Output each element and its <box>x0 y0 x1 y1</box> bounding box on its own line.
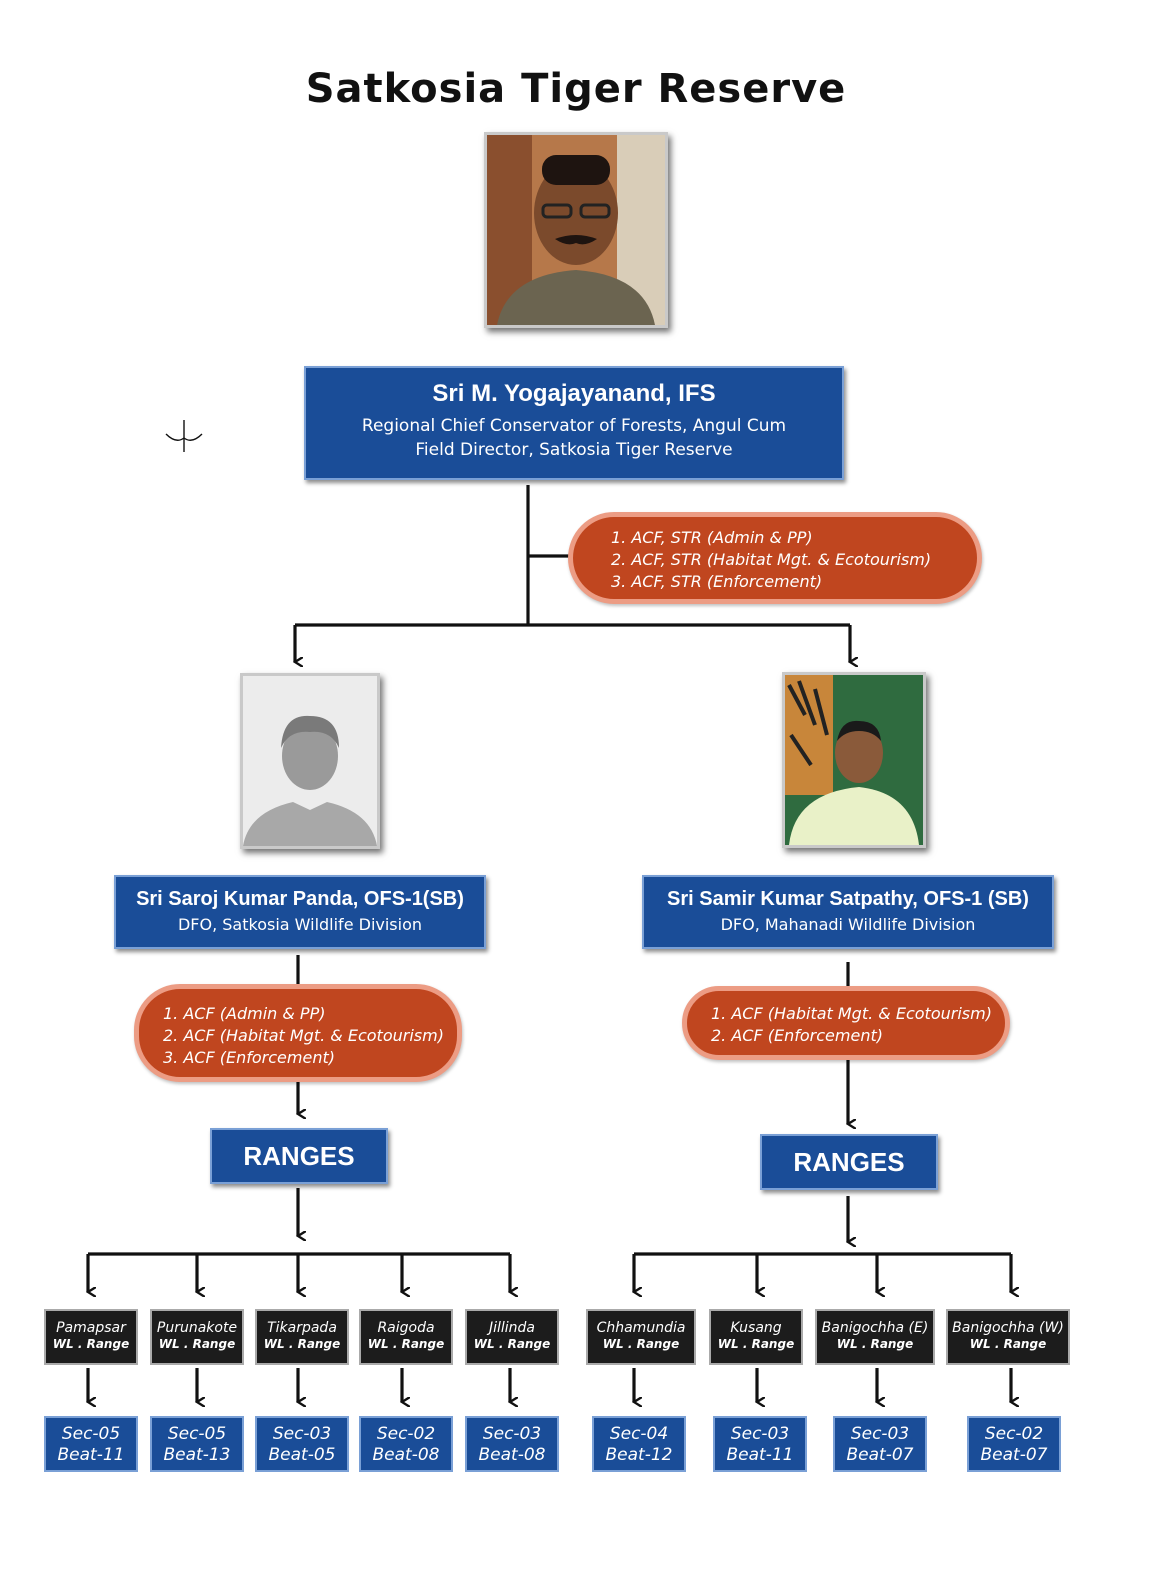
page-title: Satkosia Tiger Reserve <box>305 66 847 112</box>
field-director-photo <box>484 132 668 328</box>
range-type: WL . Range <box>969 1337 1047 1351</box>
left-dfo-designation: DFO, Satkosia Wildlife Division <box>177 915 423 934</box>
beat-count: Beat-08 <box>478 1445 546 1465</box>
range-box-jillinda: Jillinda WL . Range <box>465 1309 559 1365</box>
beat-count: Beat-08 <box>372 1445 440 1465</box>
acf-item: 2. ACF (Enforcement) <box>711 1026 883 1045</box>
range-name: Banigochha (W) <box>952 1320 1064 1336</box>
left-ranges-header: RANGES <box>210 1128 388 1184</box>
acf-item: 3. ACF (Enforcement) <box>163 1048 335 1067</box>
range-box-kusang: Kusang WL . Range <box>709 1309 803 1365</box>
sec-count: Sec-03 <box>850 1424 910 1444</box>
field-director-title-line2: Field Director, Satkosia Tiger Reserve <box>415 440 733 460</box>
sec-count: Sec-02 <box>376 1424 436 1444</box>
beat-count: Beat-11 <box>57 1445 125 1465</box>
str-acf-pill: 1. ACF, STR (Admin & PP) 2. ACF, STR (Ha… <box>568 512 982 604</box>
range-name: Purunakote <box>156 1320 238 1336</box>
range-name: Tikarpada <box>267 1320 337 1336</box>
range-box-banigochha-w: Banigochha (W) WL . Range <box>946 1309 1070 1365</box>
acf-item: 1. ACF (Admin & PP) <box>163 1004 326 1023</box>
sec-count: Sec-05 <box>167 1424 227 1444</box>
range-type: WL . Range <box>602 1337 680 1351</box>
right-dfo-box: Sri Samir Kumar Satpathy, OFS-1 (SB) DFO… <box>642 875 1054 949</box>
right-dfo-name: Sri Samir Kumar Satpathy, OFS-1 (SB) <box>667 888 1029 910</box>
range-type: WL . Range <box>367 1337 445 1351</box>
left-dfo-box: Sri Saroj Kumar Panda, OFS-1(SB) DFO, Sa… <box>114 875 486 949</box>
sec-count: Sec-04 <box>609 1424 669 1444</box>
sec-beat-tikarpada: Sec-03 Beat-05 <box>255 1416 349 1472</box>
acf-item: 1. ACF (Habitat Mgt. & Ecotourism) <box>711 1004 992 1023</box>
range-type: WL . Range <box>836 1337 914 1351</box>
field-director-title-line1: Regional Chief Conservator of Forests, A… <box>361 416 787 436</box>
sec-beat-raigoda: Sec-02 Beat-08 <box>359 1416 453 1472</box>
cursor-glyph-icon <box>165 420 203 452</box>
range-type: WL . Range <box>52 1337 130 1351</box>
field-director-box: Sri M. Yogajayanand, IFS Regional Chief … <box>304 366 844 480</box>
range-box-banigochha-e: Banigochha (E) WL . Range <box>815 1309 935 1365</box>
avatar-placeholder-icon <box>243 676 377 846</box>
range-box-chhamundia: Chhamundia WL . Range <box>586 1309 696 1365</box>
sec-count: Sec-03 <box>482 1424 542 1444</box>
right-dfo-photo <box>782 672 926 848</box>
beat-count: Beat-12 <box>605 1445 673 1465</box>
acf-item: 1. ACF, STR (Admin & PP) <box>611 528 813 547</box>
sec-beat-banigochha-e: Sec-03 Beat-07 <box>833 1416 927 1472</box>
right-dfo-designation: DFO, Mahanadi Wildlife Division <box>720 915 976 934</box>
range-type: WL . Range <box>717 1337 795 1351</box>
range-name: Jillinda <box>488 1320 536 1336</box>
left-dfo-photo-placeholder <box>240 673 380 849</box>
range-box-tikarpada: Tikarpada WL . Range <box>255 1309 349 1365</box>
right-acf-pill: 1. ACF (Habitat Mgt. & Ecotourism) 2. AC… <box>682 986 1010 1060</box>
left-acf-pill: 1. ACF (Admin & PP) 2. ACF (Habitat Mgt.… <box>134 984 462 1082</box>
beat-count: Beat-07 <box>846 1445 914 1465</box>
right-ranges-header: RANGES <box>760 1134 938 1190</box>
beat-count: Beat-13 <box>163 1445 231 1465</box>
range-box-pamapsar: Pamapsar WL . Range <box>44 1309 138 1365</box>
range-type: WL . Range <box>158 1337 236 1351</box>
sec-count: Sec-03 <box>272 1424 332 1444</box>
sec-beat-purunakote: Sec-05 Beat-13 <box>150 1416 244 1472</box>
range-box-raigoda: Raigoda WL . Range <box>359 1309 453 1365</box>
range-type: WL . Range <box>263 1337 341 1351</box>
sec-beat-banigochha-w: Sec-02 Beat-07 <box>967 1416 1061 1472</box>
sec-count: Sec-02 <box>984 1424 1044 1444</box>
range-name: Banigochha (E) <box>821 1320 929 1336</box>
acf-item: 2. ACF, STR (Habitat Mgt. & Ecotourism) <box>611 550 932 569</box>
range-name: Kusang <box>730 1320 782 1336</box>
sec-beat-jillinda: Sec-03 Beat-08 <box>465 1416 559 1472</box>
beat-count: Beat-05 <box>268 1445 336 1465</box>
sec-count: Sec-03 <box>730 1424 790 1444</box>
beat-count: Beat-11 <box>726 1445 794 1465</box>
range-box-purunakote: Purunakote WL . Range <box>150 1309 244 1365</box>
sec-beat-pamapsar: Sec-05 Beat-11 <box>44 1416 138 1472</box>
range-name: Chhamundia <box>596 1320 686 1336</box>
range-name: Raigoda <box>377 1320 435 1336</box>
sec-beat-chhamundia: Sec-04 Beat-12 <box>592 1416 686 1472</box>
field-director-name: Sri M. Yogajayanand, IFS <box>432 380 716 407</box>
acf-item: 2. ACF (Habitat Mgt. & Ecotourism) <box>163 1026 444 1045</box>
range-type: WL . Range <box>473 1337 551 1351</box>
left-dfo-name: Sri Saroj Kumar Panda, OFS-1(SB) <box>136 888 464 910</box>
sec-count: Sec-05 <box>61 1424 121 1444</box>
acf-item: 3. ACF, STR (Enforcement) <box>611 572 823 591</box>
sec-beat-kusang: Sec-03 Beat-11 <box>713 1416 807 1472</box>
beat-count: Beat-07 <box>980 1445 1048 1465</box>
range-name: Pamapsar <box>56 1320 126 1336</box>
